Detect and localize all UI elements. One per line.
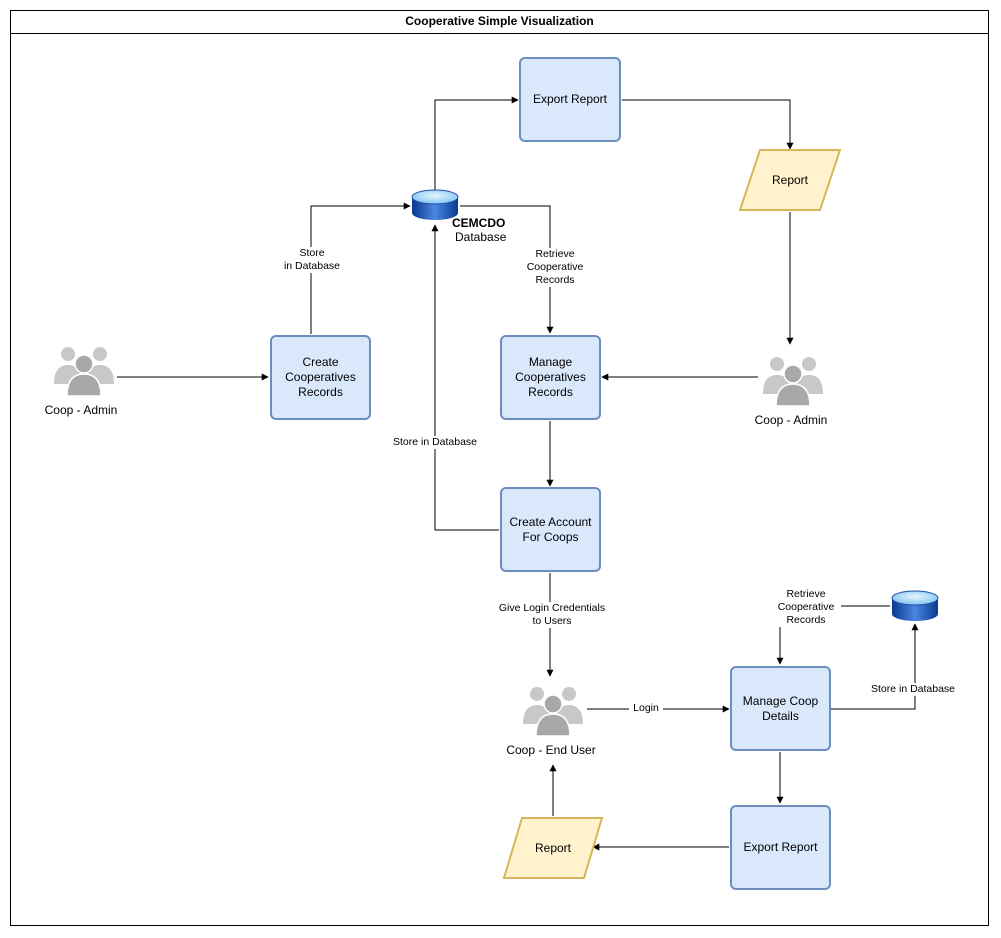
database-label: CEMCDO Database (452, 216, 506, 244)
cemcdo-database-icon (411, 189, 459, 220)
edge-label-give-login-credentials: Give Login Credentials to Users (493, 602, 611, 628)
report-shape-top (738, 149, 842, 211)
report-top-label[interactable]: Report (771, 173, 809, 187)
report-shape-bottom (502, 817, 604, 879)
database-subtitle: Database (455, 230, 507, 244)
edge-create-to-db (310, 202, 411, 334)
coop-admin-right-label: Coop - Admin (754, 413, 828, 427)
diagram-frame (10, 10, 989, 926)
coop-admin-left-label: Coop - Admin (44, 403, 118, 417)
coop-admin-left-icon (53, 346, 115, 397)
edge-label-retrieve-records-2: Retrieve Cooperative Records (771, 588, 841, 627)
edge-coop-details-to-db2 (831, 623, 919, 710)
coop-end-user-label: Coop - End User (506, 743, 596, 757)
edge-label-store-in-database-3: Store in Database (866, 683, 960, 696)
edge-account-to-db (431, 224, 499, 531)
export-report-top-node[interactable]: Export Report (519, 57, 621, 142)
export-report-bottom-node[interactable]: Export Report (730, 805, 831, 890)
diagram-title: Cooperative Simple Visualization (10, 10, 989, 34)
edge-label-store-in-database-2: Store in Database (388, 436, 482, 449)
manage-cooperatives-records-node[interactable]: Manage Cooperatives Records (500, 335, 601, 420)
edge-db-to-manage (460, 205, 554, 334)
database-icon-secondary (891, 590, 939, 621)
report-bottom-label[interactable]: Report (534, 841, 572, 855)
edge-label-login: Login (629, 702, 663, 715)
database-name: CEMCDO (452, 216, 506, 230)
manage-coop-details-node[interactable]: Manage Coop Details (730, 666, 831, 751)
edge-export-to-report (622, 99, 794, 150)
create-cooperatives-records-node[interactable]: Create Cooperatives Records (270, 335, 371, 420)
coop-end-user-icon (522, 686, 584, 737)
coop-admin-right-icon (762, 356, 824, 407)
edge-label-store-in-database-1: Store in Database (278, 247, 346, 273)
create-account-node[interactable]: Create Account For Coops (500, 487, 601, 572)
edge-db-to-export (434, 96, 519, 190)
edge-label-retrieve-records-1: Retrieve Cooperative Records (520, 248, 590, 287)
